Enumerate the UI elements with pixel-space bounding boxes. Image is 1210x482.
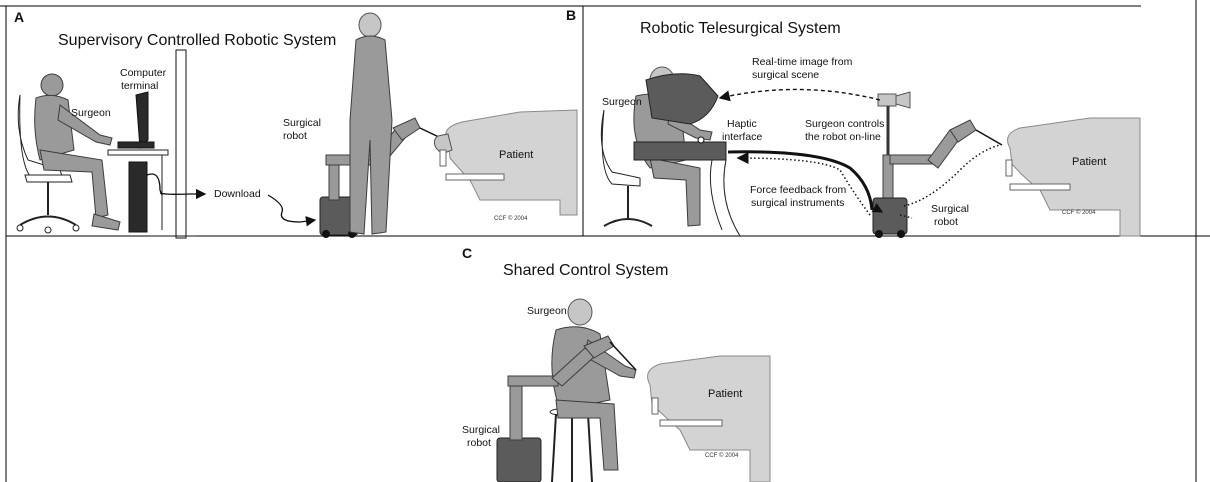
patient-b — [1006, 118, 1140, 236]
realtime-image-arrow — [720, 89, 880, 100]
panel-b-title: Robotic Telesurgical System — [640, 20, 841, 37]
label-haptic-1: Haptic — [727, 118, 757, 130]
label-download: Download — [214, 188, 261, 200]
label-controls-1: Surgeon controls — [805, 118, 884, 130]
label-robot-b: robot — [934, 216, 958, 228]
label-robot-a: robot — [283, 130, 307, 142]
patient-a — [434, 110, 577, 215]
label-surgeon-b: Surgeon — [602, 96, 642, 108]
label-patient-a: Patient — [499, 149, 533, 161]
label-computer: Computer — [120, 67, 167, 79]
label-robot-c: robot — [467, 437, 491, 449]
panel-c-letter: C — [462, 245, 472, 261]
panel-b-letter: B — [566, 7, 576, 23]
label-surgeon-a: Surgeon — [71, 107, 111, 119]
label-surgical-c: Surgical — [462, 424, 500, 436]
copyright-a: CCF © 2004 — [494, 215, 528, 222]
surgeon-figure-c — [552, 299, 636, 470]
label-surgical-a: Surgical — [283, 117, 321, 129]
label-surgeon-c: Surgeon — [527, 305, 567, 317]
label-haptic-2: interface — [722, 131, 762, 143]
camera-tower — [878, 92, 910, 205]
panel-c: C Shared Control System — [462, 245, 770, 482]
label-controls-2: the robot on-line — [805, 131, 881, 143]
label-patient-c: Patient — [708, 388, 742, 400]
panel-a-letter: A — [14, 9, 24, 25]
download-to-robot-arrow — [268, 195, 315, 222]
label-force-2: surgical instruments — [751, 197, 844, 209]
copyright-c: CCF © 2004 — [705, 452, 739, 459]
label-terminal: terminal — [121, 80, 158, 92]
label-realtime-2: surgical scene — [752, 69, 819, 81]
label-realtime-1: Real-time image from — [752, 56, 853, 68]
label-force-1: Force feedback from — [750, 184, 847, 196]
panel-a-title: Supervisory Controlled Robotic System — [58, 32, 336, 49]
patient-c — [648, 356, 770, 482]
panel-b: B Robotic Telesurgical System — [566, 7, 1140, 238]
computer-terminal — [108, 92, 168, 232]
label-surgical-b: Surgical — [931, 203, 969, 215]
instrument-feedback-line — [904, 145, 1000, 206]
panel-a: A Supervisory Controlled Robotic System — [14, 9, 577, 238]
stool-c — [550, 408, 594, 482]
label-patient-b: Patient — [1072, 156, 1106, 168]
panel-c-title: Shared Control System — [503, 262, 668, 279]
copyright-b: CCF © 2004 — [1062, 209, 1096, 216]
standing-surgeon-a — [350, 13, 392, 234]
